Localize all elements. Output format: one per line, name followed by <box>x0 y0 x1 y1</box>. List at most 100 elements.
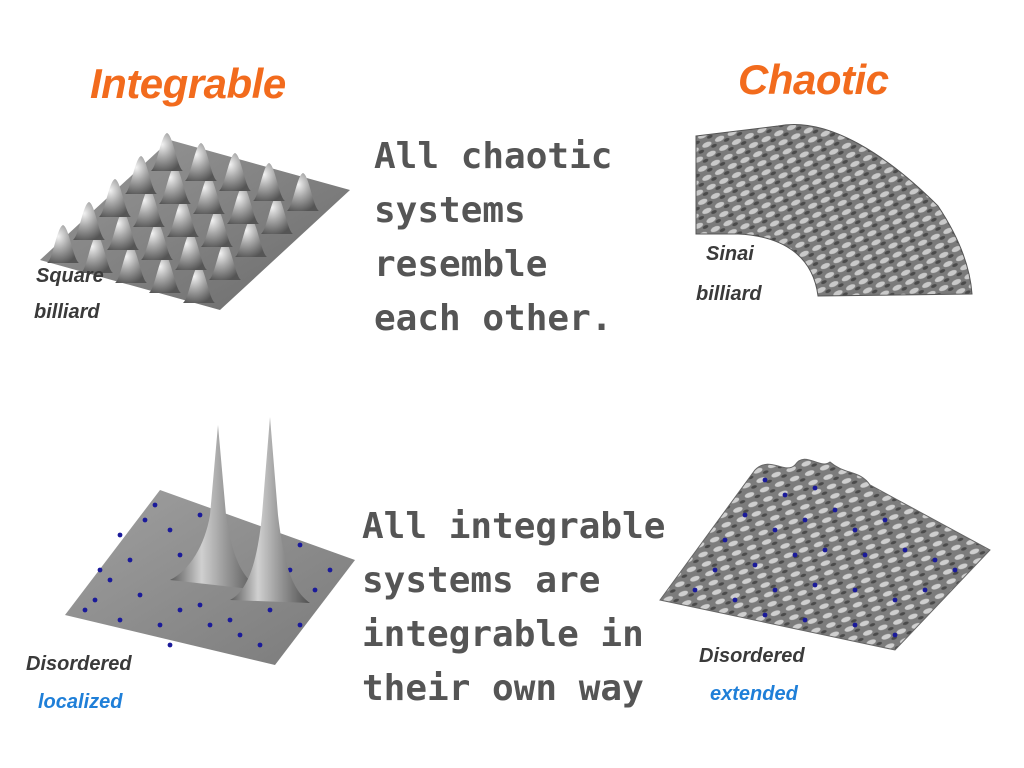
square-billiard-peak <box>151 133 183 171</box>
impurity-dot <box>812 582 818 588</box>
impurity-dot <box>207 622 213 628</box>
impurity-dot <box>852 587 858 593</box>
impurity-dot <box>267 607 273 613</box>
impurity-dot <box>97 567 103 573</box>
impurity-dot <box>237 632 243 638</box>
integrable-quote-line: systems are <box>362 560 601 601</box>
square-billiard-peak <box>125 156 157 194</box>
localized-peak-left <box>170 425 260 590</box>
sinai-billiard-caption-line2: billiard <box>696 283 762 305</box>
impurity-dot <box>117 617 123 623</box>
square-billiard-peak <box>227 186 259 224</box>
square-billiard-peak <box>99 179 131 217</box>
impurity-dot <box>722 537 728 543</box>
square-billiard-peak <box>185 143 217 181</box>
square-billiard-peak <box>261 196 293 234</box>
impurity-dot <box>152 502 158 508</box>
impurity-dot <box>812 485 818 491</box>
square-billiard-peak <box>47 225 79 263</box>
integrable-heading: Integrable <box>90 60 286 107</box>
impurity-dot <box>882 517 888 523</box>
integrable-quote: All integrable systems are integrable in… <box>362 500 682 716</box>
impurity-dot <box>762 612 768 618</box>
impurity-dot <box>892 632 898 638</box>
impurity-dot <box>142 517 148 523</box>
impurity-dot <box>852 622 858 628</box>
square-billiard-peak <box>73 202 105 240</box>
impurity-dot <box>932 557 938 563</box>
square-billiard-caption-line2: billiard <box>34 301 100 323</box>
impurity-dot <box>297 622 303 628</box>
impurity-dot <box>852 527 858 533</box>
square-billiard-peak <box>115 245 147 283</box>
impurity-dot <box>167 642 173 648</box>
impurity-dot <box>167 527 173 533</box>
chaotic-quote-line: resemble <box>374 244 548 285</box>
impurity-dot <box>802 517 808 523</box>
impurity-dot <box>227 617 233 623</box>
chaotic-quote-line: All chaotic <box>374 136 613 177</box>
square-billiard-peak <box>159 166 191 204</box>
disordered-localized-surface-plot <box>65 417 355 665</box>
disordered-extended-surface-plot <box>659 458 991 651</box>
localized-peak-right <box>230 417 310 603</box>
impurity-dot <box>862 552 868 558</box>
square-billiard-peaks <box>47 133 319 303</box>
impurity-dot <box>922 587 928 593</box>
integrable-quote-line: All integrable <box>362 506 666 547</box>
square-billiard-caption-line1: Square <box>36 265 104 287</box>
sinai-billiard-caption-line1: Sinai <box>706 243 754 265</box>
impurity-dot <box>822 547 828 553</box>
impurity-dot <box>327 567 333 573</box>
impurity-dot <box>952 567 958 573</box>
impurity-dot <box>92 597 98 603</box>
impurity-dot <box>312 587 318 593</box>
square-billiard-peak <box>209 242 241 280</box>
square-billiard-peak <box>235 219 267 257</box>
impurity-dot <box>832 507 838 513</box>
impurity-dot <box>712 567 718 573</box>
localized-impurity-dots <box>82 502 333 648</box>
impurity-dot <box>297 542 303 548</box>
square-billiard-peak <box>201 209 233 247</box>
impurity-dot <box>692 587 698 593</box>
square-billiard-peak <box>175 232 207 270</box>
impurity-dot <box>82 607 88 613</box>
square-billiard-peak <box>149 255 181 293</box>
integrable-quote-line: integrable in <box>362 614 644 655</box>
extended-caption-line1: Disordered <box>699 645 805 667</box>
impurity-dot <box>177 607 183 613</box>
impurity-dot <box>752 562 758 568</box>
impurity-dot <box>742 512 748 518</box>
impurity-dot <box>197 512 203 518</box>
square-billiard-peak <box>219 153 251 191</box>
impurity-dot <box>157 622 163 628</box>
sinai-billiard-surface-plot <box>695 124 973 297</box>
impurity-dot <box>117 532 123 538</box>
impurity-dot <box>802 617 808 623</box>
impurity-dot <box>197 602 203 608</box>
square-billiard-peak <box>287 173 319 211</box>
localized-caption-line2: localized <box>38 691 123 713</box>
integrable-quote-line: their own way <box>362 668 644 709</box>
extended-surface <box>659 458 991 651</box>
impurity-dot <box>772 527 778 533</box>
square-billiard-surface-plot <box>40 133 350 310</box>
impurity-dot <box>257 642 263 648</box>
impurity-dot <box>732 597 738 603</box>
square-billiard-peak <box>193 176 225 214</box>
square-billiard-peak <box>81 235 113 273</box>
sinai-billiard-surface <box>695 124 973 297</box>
square-billiard-peak <box>253 163 285 201</box>
impurity-dot <box>127 557 133 563</box>
extended-caption-line2: extended <box>710 683 798 705</box>
localized-caption-line1: Disordered <box>26 653 132 675</box>
impurity-dot <box>892 597 898 603</box>
impurity-dot <box>902 547 908 553</box>
impurity-dot <box>762 477 768 483</box>
impurity-dot <box>782 492 788 498</box>
extended-impurity-dots <box>692 477 958 638</box>
chaotic-quote-line: each other. <box>374 298 613 339</box>
impurity-dot <box>137 592 143 598</box>
impurity-dot <box>107 577 113 583</box>
